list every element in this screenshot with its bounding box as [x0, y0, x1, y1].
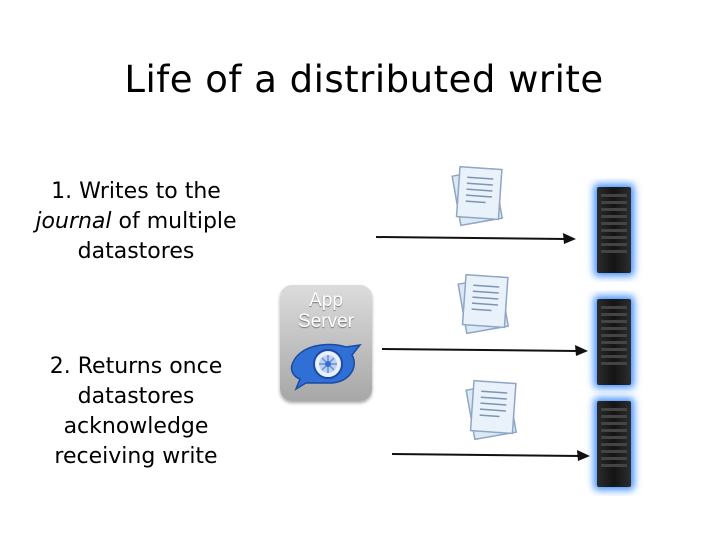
- write-arrow-3: [391, 450, 590, 461]
- write-arrow-1: [375, 233, 576, 244]
- step-1-line1: 1. Writes to the: [51, 179, 221, 204]
- step-1-text: 1. Writes to the journal of multiple dat…: [20, 177, 252, 267]
- app-server-tile: App Server: [280, 285, 372, 401]
- step-1-line3: datastores: [77, 239, 195, 264]
- document-stack-icon: [457, 273, 510, 335]
- step-2-line1: 2. Returns once: [49, 354, 223, 379]
- app-server-label: App Server: [280, 290, 372, 332]
- step-2-line3: acknowledge: [63, 414, 209, 439]
- document-stack-icon: [451, 165, 504, 227]
- slide-title: Life of a distributed write: [124, 58, 604, 101]
- server-tower-icon: [594, 296, 634, 388]
- step-1-italic: journal: [35, 209, 112, 234]
- step-2-text: 2. Returns once datastores acknowledge r…: [20, 352, 252, 472]
- app-server-line2: Server: [298, 311, 354, 332]
- document-stack-icon: [465, 379, 518, 441]
- step-1-suffix: of multiple: [111, 209, 237, 234]
- step-2-line4: receiving write: [54, 444, 218, 469]
- app-server-line1: App: [309, 290, 343, 311]
- app-engine-icon: [290, 343, 362, 391]
- server-tower-icon: [594, 184, 634, 276]
- server-tower-icon: [594, 398, 634, 490]
- step-2-line2: datastores: [77, 384, 195, 409]
- write-arrow-2: [381, 345, 588, 356]
- step-1-line2: journal of multiple: [20, 207, 252, 237]
